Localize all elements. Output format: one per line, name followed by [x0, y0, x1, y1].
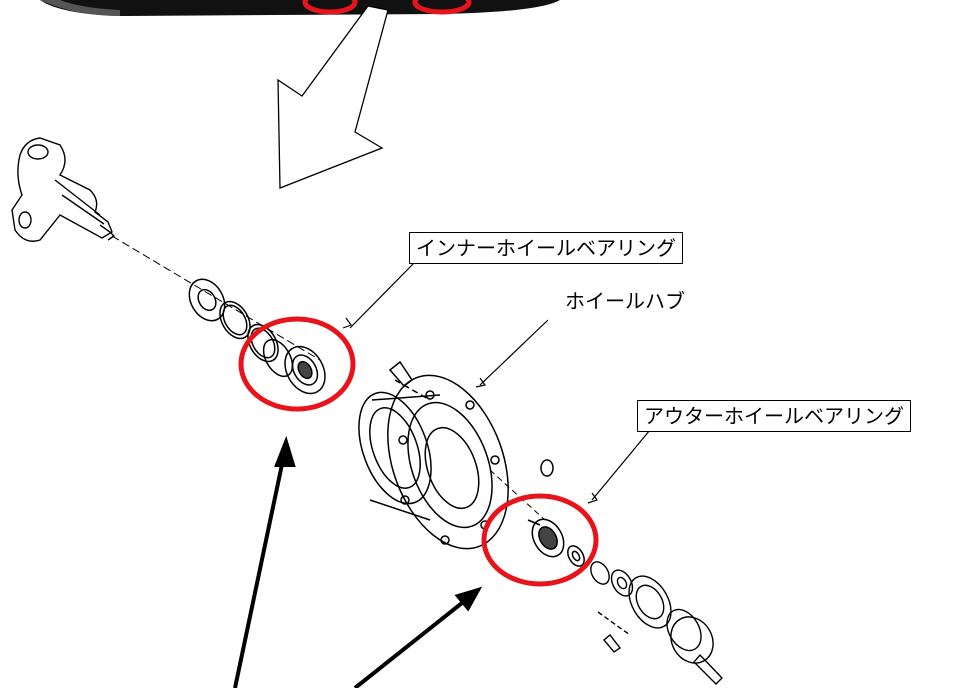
zoom-arrow-icon — [277, 5, 389, 189]
outer-bearing-label: アウターホイールベアリング — [637, 400, 911, 432]
steering-knuckle — [11, 137, 321, 361]
car-highlight-circle-1 — [302, 0, 358, 15]
outer-bearing — [527, 518, 585, 567]
car-highlight-circle-2 — [412, 0, 472, 15]
inner-bearing — [262, 338, 326, 395]
inner-bearing-label: インナーホイールベアリング — [409, 232, 683, 264]
inner-bearing-highlight — [238, 316, 356, 412]
car-silhouette — [40, 0, 560, 16]
wheel-hub-label: ホイールハブ — [565, 289, 685, 313]
wheel-hub — [358, 360, 554, 550]
hub-hardware — [590, 561, 723, 685]
leader-lines — [342, 261, 651, 504]
outer-bearing-highlight — [481, 493, 599, 587]
seal-rings — [188, 278, 279, 363]
pointer-arrows — [233, 435, 483, 688]
